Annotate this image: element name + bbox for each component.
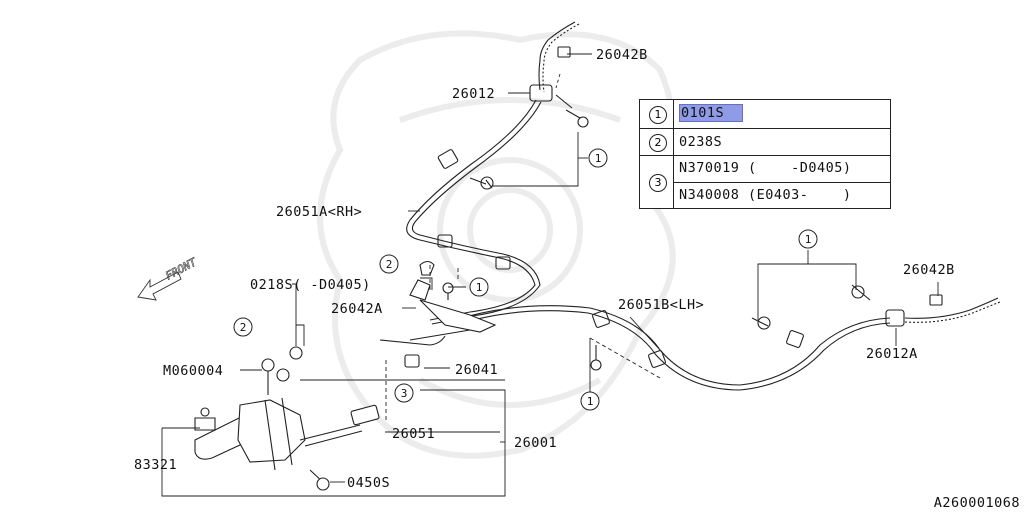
svg-text:1: 1 — [595, 152, 602, 165]
label-0218S: 0218S( -D0405) — [250, 277, 371, 293]
label-26051A-rh: 26051A<RH> — [276, 204, 362, 220]
svg-text:3: 3 — [401, 387, 408, 400]
svg-text:2: 2 — [386, 258, 393, 271]
callout-3-nut: 3 — [394, 383, 414, 403]
callout-1-lh-bolts: 1 — [798, 229, 818, 249]
svg-text:1: 1 — [476, 281, 483, 294]
legend-row-1[interactable]: 1 0101S — [640, 100, 890, 128]
svg-text:2: 2 — [240, 321, 247, 334]
legend-part-N370019[interactable]: N370019 ( -D0405) — [679, 160, 852, 176]
fastener-legend-table: 1 0101S 2 0238S 3 N370019 ( -D0405) N340… — [639, 99, 891, 209]
legend-ref-3: 3 — [649, 174, 667, 192]
svg-text:1: 1 — [587, 395, 594, 408]
callout-1-rh-bolt: 1 — [588, 148, 608, 168]
label-M060004: M060004 — [163, 363, 223, 379]
svg-text:1: 1 — [805, 233, 812, 246]
lever-assembly — [194, 46, 943, 491]
leader-lines — [161, 53, 939, 497]
label-26051B-lh: 26051B<LH> — [618, 297, 704, 313]
label-0450S: 0450S — [347, 475, 390, 491]
label-26051: 26051 — [392, 426, 435, 442]
watermark-emblem — [317, 30, 676, 459]
legend-part-0238S[interactable]: 0238S — [679, 134, 723, 150]
label-26001: 26001 — [514, 435, 557, 451]
label-26012: 26012 — [452, 86, 495, 102]
legend-part-N340008[interactable]: N340008 (E0403- ) — [679, 187, 852, 203]
diagram-code: A260001068 — [933, 495, 1020, 511]
legend-ref-2: 2 — [649, 134, 667, 152]
label-83321: 83321 — [134, 457, 177, 473]
label-26012A: 26012A — [866, 346, 918, 362]
callout-1-lower-bolt: 1 — [580, 391, 600, 411]
label-26042A: 26042A — [331, 301, 383, 317]
callout-1-center-bolt: 1 — [469, 277, 489, 297]
label-26042B-top: 26042B — [596, 47, 648, 63]
callout-2-lower-nut: 2 — [233, 317, 253, 337]
front-label: FRONT — [163, 255, 200, 283]
legend-row-2[interactable]: 2 0238S — [640, 128, 890, 155]
cable-rh — [406, 21, 589, 325]
legend-ref-1: 1 — [649, 106, 667, 124]
legend-row-3[interactable]: 3 N370019 ( -D0405) N340008 (E0403- ) — [640, 155, 890, 208]
label-26042B-right: 26042B — [903, 262, 955, 278]
label-26041: 26041 — [455, 362, 498, 378]
callout-2-upper-nut: 2 — [379, 254, 399, 274]
cable-lh — [454, 284, 1001, 391]
legend-part-0101S[interactable]: 0101S — [679, 104, 744, 122]
front-arrow-icon: FRONT — [137, 255, 200, 301]
